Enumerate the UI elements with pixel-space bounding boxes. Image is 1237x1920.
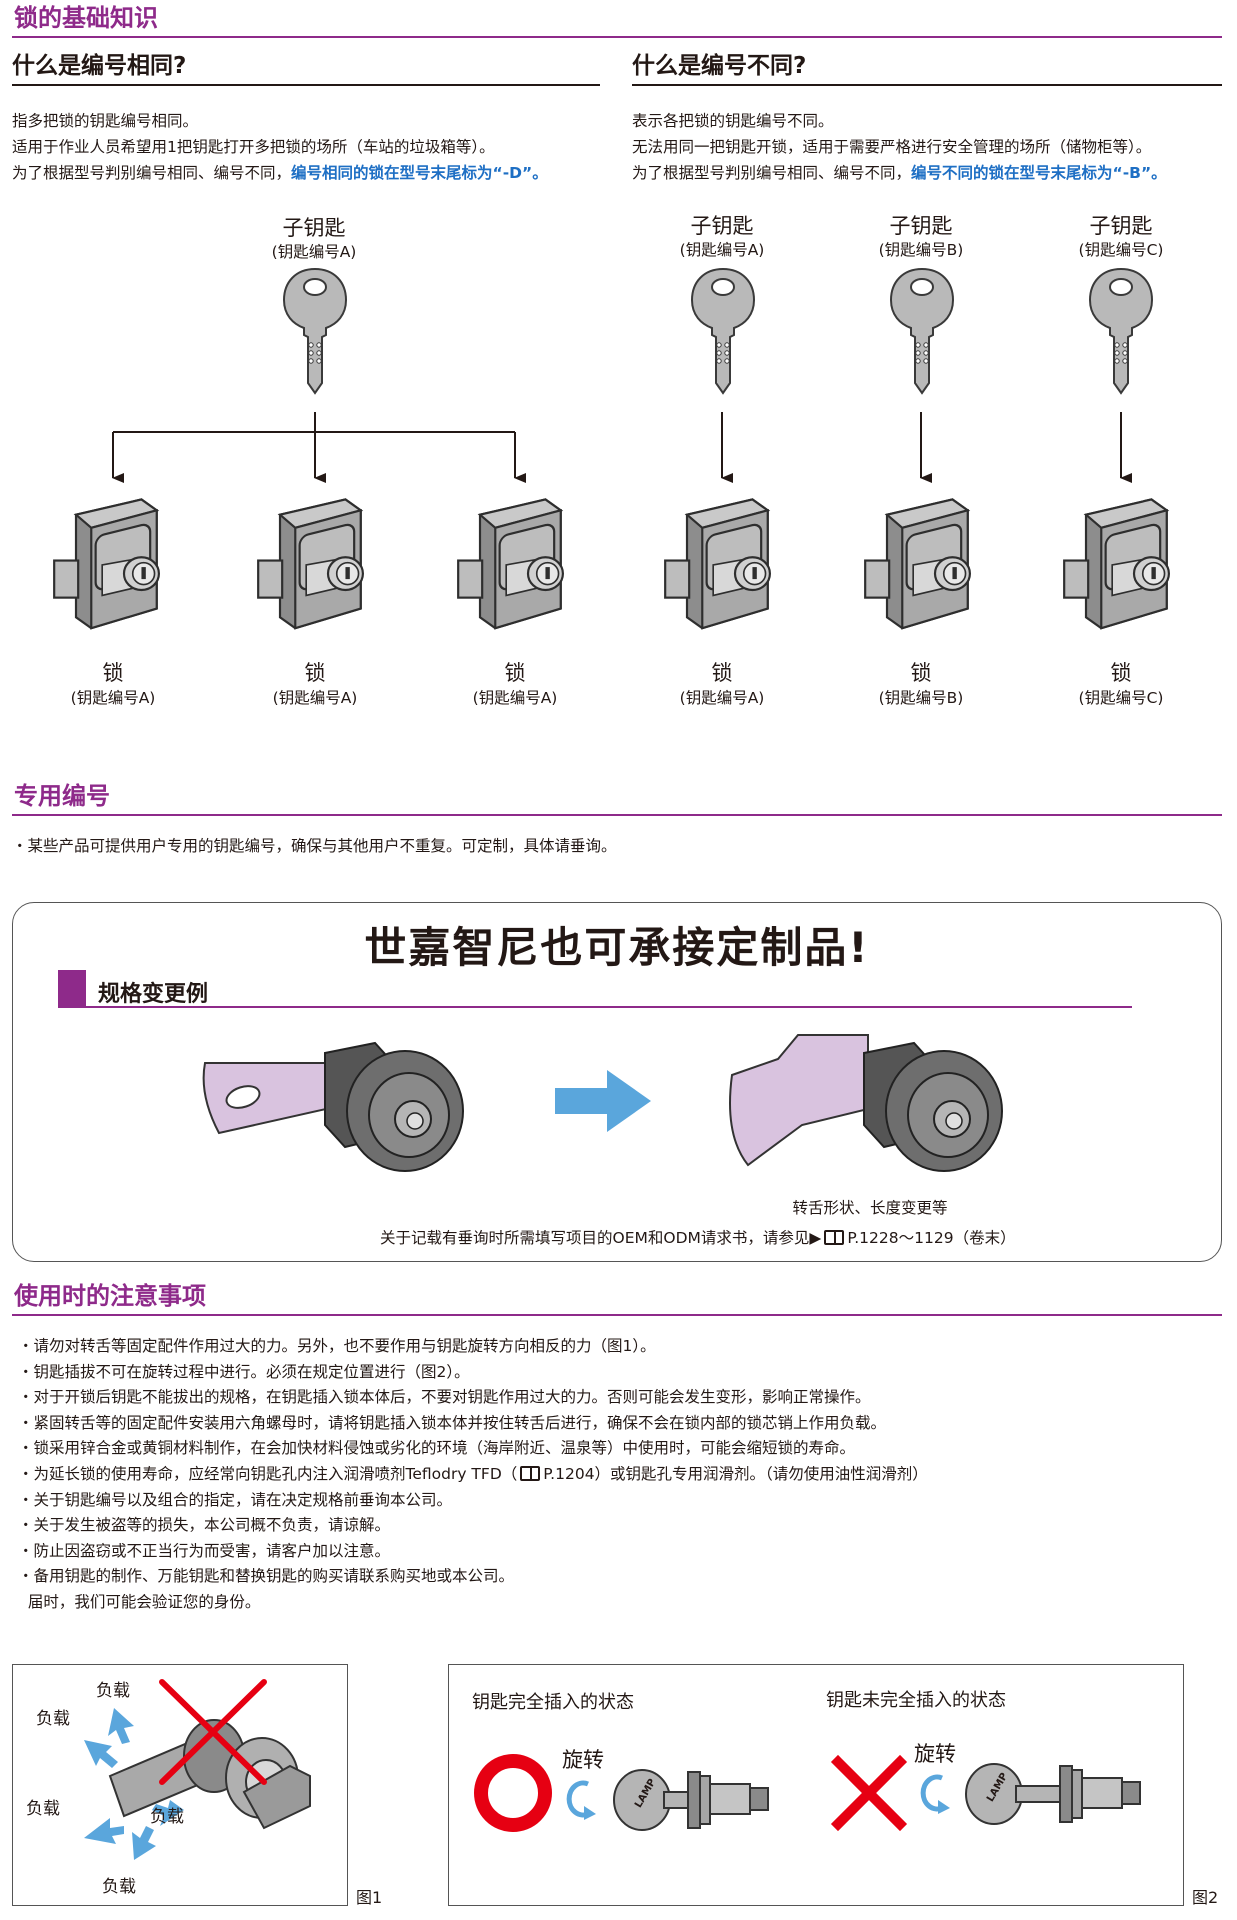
lock-icon (52, 495, 172, 637)
custom-code-note: ・某些产品可提供用户专用的钥匙编号，确保与其他用户不重复。可定制，具体请垂询。 (12, 837, 617, 855)
promo-caption: 转舌形状、长度变更等 (792, 1199, 948, 1217)
same-code-title: 什么是编号相同? (12, 53, 187, 79)
key-inserted-full-image (613, 1769, 769, 1831)
load-label: 负载 (96, 1681, 130, 1701)
key-inserted-partial-image (965, 1763, 1141, 1825)
book-icon (520, 1465, 541, 1481)
lock-icon (256, 495, 376, 637)
note-item: ・关于钥匙编号以及组合的指定，请在决定规格前垂询本公司。 (18, 1490, 453, 1509)
section-header-basics: 锁的基础知识 (12, 4, 1222, 38)
ok-circle-icon (474, 1754, 552, 1832)
lock-label: 锁 (1110, 661, 1132, 685)
promo-headline: 世嘉智尼也可承接定制品! (364, 923, 870, 972)
custom-products-panel (12, 902, 1222, 1262)
lock-label: 锁 (504, 661, 526, 685)
key-c-code: (钥匙编号C) (1078, 241, 1164, 259)
promo-subtitle: 规格变更例 (98, 982, 209, 1007)
lock-icon (663, 495, 783, 637)
same-code-description: 指多把锁的钥匙编号相同。 适用于作业人员希望用1把钥匙打开多把锁的场所（车站的垃… (12, 108, 548, 186)
same-key-label: 子钥匙 (282, 216, 346, 240)
section-header-custom: 专用编号 (12, 782, 1222, 816)
key-a-code: (钥匙编号A) (679, 241, 765, 259)
note-item: 届时，我们可能会验证您的身份。 (18, 1592, 261, 1611)
note-item: ・防止因盗窃或不正当行为而受害，请客户加以注意。 (18, 1541, 391, 1560)
same-line2: 适用于作业人员希望用1把钥匙打开多把锁的场所（车站的垃圾箱等）。 (12, 138, 495, 156)
section-title: 锁的基础知识 (14, 4, 158, 32)
lock-code: (钥匙编号B) (878, 689, 964, 707)
note-item: ・请勿对转舌等固定配件作用过大的力。另外，也不要作用与钥匙旋转方向相反的力（图1… (18, 1337, 656, 1355)
lock-icon (1062, 495, 1182, 637)
fig2-right-title: 钥匙未完全插入的状态 (826, 1690, 1006, 1711)
lock-label: 锁 (711, 661, 733, 685)
different-line1: 表示各把锁的钥匙编号不同。 (632, 112, 834, 130)
note-item: ・为延长锁的使用寿命，应经常向钥匙孔内注入润滑喷剂Teflodry TFD（P.… (18, 1464, 928, 1483)
lock-code: (钥匙编号A) (472, 689, 558, 707)
cam-lock-after-image (729, 1034, 1003, 1172)
subtitle-marker (58, 970, 86, 1008)
section-title: 专用编号 (14, 782, 110, 810)
same-code-heading: 什么是编号相同? (12, 46, 600, 86)
figure-2-caption: 图2 (1192, 1888, 1219, 1907)
distribution-arrows (112, 412, 1132, 483)
different-code-description: 表示各把锁的钥匙编号不同。 无法用同一把钥匙开锁，适用于需要严格进行安全管理的场… (632, 108, 1167, 186)
note-item: ・对于开锁后钥匙不能拔出的规格，在钥匙插入锁本体后，不要对钥匙作用过大的力。否则… (18, 1388, 871, 1407)
note-item: ・备用钥匙的制作、万能钥匙和替换钥匙的购买请联系购买地或本公司。 (18, 1567, 515, 1586)
load-label: 负载 (26, 1799, 60, 1819)
promo-page-ref[interactable]: P.1228～1129（卷末） (847, 1229, 1016, 1247)
fig2-left-title: 钥匙完全插入的状态 (472, 1692, 634, 1713)
note-item: ・关于发生被盗等的损失，本公司概不负责，请谅解。 (18, 1516, 391, 1535)
same-line3: 为了根据型号判别编号相同、编号不同，编号相同的锁在型号末尾标为“-D”。 (12, 164, 548, 182)
lock-label: 锁 (304, 661, 326, 685)
section-title: 使用时的注意事项 (14, 1282, 206, 1310)
rotate-icon (566, 1780, 596, 1820)
section-header-notes: 使用时的注意事项 (12, 1282, 1222, 1316)
load-label: 负载 (150, 1807, 184, 1827)
key-a-label: 子钥匙 (690, 214, 754, 238)
same-line1: 指多把锁的钥匙编号相同。 (12, 112, 199, 130)
key-b-code: (钥匙编号B) (878, 241, 964, 259)
cam-lock-before-image (202, 1041, 464, 1172)
lock-code: (钥匙编号A) (272, 689, 358, 707)
note-item: ・锁采用锌合金或黄铜材料制作，在会加快材料侵蚀或劣化的环境（海岸附近、温泉等）中… (18, 1439, 856, 1458)
promo-subtitle-bar: 规格变更例 (58, 970, 1132, 1008)
lock-code: (钥匙编号A) (70, 689, 156, 707)
rotate-icon (920, 1774, 950, 1814)
figure-1-illustration (84, 1679, 311, 1860)
same-key-code: (钥匙编号A) (271, 243, 357, 261)
lock-code: (钥匙编号A) (679, 689, 765, 707)
lock-label: 锁 (102, 661, 124, 685)
figure-2-frame (448, 1664, 1184, 1906)
book-icon (824, 1230, 845, 1245)
load-label: 负载 (36, 1709, 70, 1729)
note-item: ・紧固转舌等的固定配件安装用六角螺母时，请将钥匙插入锁本体并按住转舌后进行，确保… (18, 1413, 887, 1432)
load-label: 负载 (102, 1877, 136, 1897)
ng-cross-icon (830, 1754, 908, 1832)
different-code-title: 什么是编号不同? (632, 53, 807, 79)
key-b-label: 子钥匙 (889, 214, 953, 238)
key-c-label: 子钥匙 (1089, 214, 1153, 238)
lock-code: (钥匙编号C) (1078, 689, 1164, 707)
lock-icon (456, 495, 576, 637)
different-line3: 为了根据型号判别编号相同、编号不同，编号不同的锁在型号末尾标为“-B”。 (632, 164, 1167, 182)
figure-1-frame (12, 1664, 348, 1906)
note-item: ・钥匙插拔不可在旋转过程中进行。必须在规定位置进行（图2）。 (18, 1362, 470, 1381)
fig2-rotate-right: 旋转 (914, 1742, 956, 1766)
fig2-rotate-left: 旋转 (562, 1748, 604, 1772)
figure-1-caption: 图1 (356, 1888, 383, 1907)
lock-icon (863, 495, 983, 637)
promo-footer: 关于记载有垂询时所需填写项目的OEM和ODM请求书，请参见▶P.1228～112… (380, 1229, 1016, 1247)
notes-list: ・请勿对转舌等固定配件作用过大的力。另外，也不要作用与钥匙旋转方向相反的力（图1… (18, 1334, 928, 1616)
lock-label: 锁 (910, 661, 932, 685)
change-arrow-icon (555, 1070, 651, 1132)
different-code-heading: 什么是编号不同? (632, 46, 1222, 86)
different-line2: 无法用同一把钥匙开锁，适用于需要严格进行安全管理的场所（储物柜等）。 (632, 138, 1152, 156)
